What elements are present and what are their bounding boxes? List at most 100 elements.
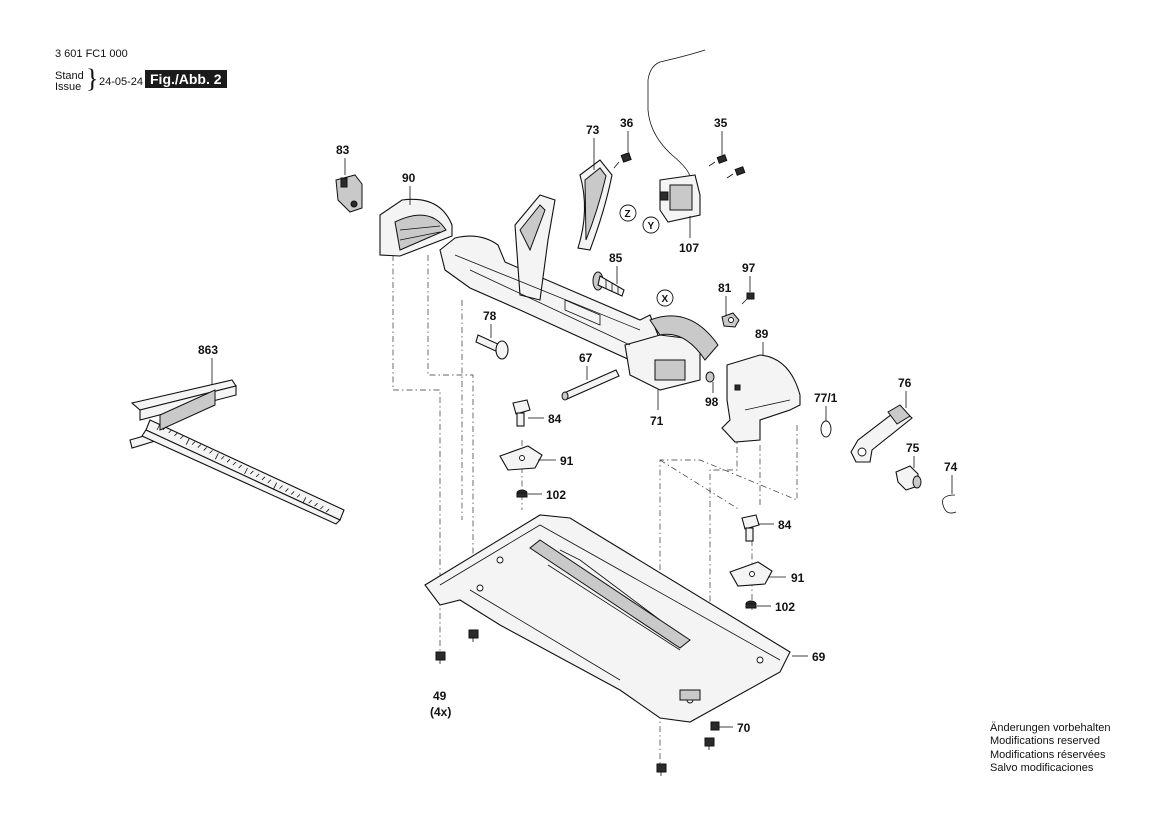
callout-863: 863 <box>198 343 218 357</box>
callout-73: 73 <box>586 123 600 137</box>
callout-83: 83 <box>336 143 350 157</box>
part-36-screw <box>613 152 632 169</box>
stand-label: Stand <box>55 70 84 82</box>
callout-74: 74 <box>944 460 958 474</box>
part-49-screws <box>435 629 715 776</box>
part-102-nut-left <box>516 489 528 498</box>
part-84-clamp-right <box>741 514 760 542</box>
callout-49: 49 <box>433 689 447 703</box>
ruler-tick <box>203 447 207 451</box>
ruler-tick <box>162 426 167 431</box>
ruler-tick <box>232 461 237 466</box>
ruler-tick <box>290 491 295 495</box>
ruler-tick <box>320 505 324 510</box>
svg-text:Y: Y <box>648 221 655 232</box>
part-85-bolt <box>592 271 625 297</box>
callouts: 83 90 73 36 35 107 85 97 81 89 78 863 67… <box>198 116 958 735</box>
ruler-tick <box>267 479 272 484</box>
part-75-knob <box>895 465 922 491</box>
ruler-tick <box>220 455 225 460</box>
callout-85: 85 <box>609 251 623 265</box>
issue-date: 24-05-24 <box>99 76 144 88</box>
callout-90: 90 <box>402 171 416 185</box>
ruler-tick <box>296 494 301 498</box>
part-84-clamp-left <box>512 399 531 427</box>
part-76-lever <box>850 404 913 463</box>
svg-text:X: X <box>662 294 669 305</box>
ruler-tick <box>273 482 278 489</box>
note-de: Änderungen vorbehalten <box>990 722 1111 734</box>
part-98-pin <box>705 371 715 383</box>
callout-70: 70 <box>737 721 751 735</box>
part-78-pin <box>475 334 509 360</box>
part-73-scale-arc <box>577 159 613 251</box>
part-69-base-plate <box>424 514 791 723</box>
part-91-washer-right <box>729 561 773 587</box>
modification-notes: Änderungen vorbehalten Modifications res… <box>990 722 1110 776</box>
part-91-washer-left <box>499 445 543 471</box>
ruler-tick <box>156 423 161 431</box>
part-97-screw <box>741 292 755 305</box>
callout-102-right: 102 <box>775 600 795 614</box>
ruler-tick <box>314 502 318 507</box>
note-fr: Modifications réservées <box>990 748 1106 761</box>
part-70-screw <box>710 721 720 731</box>
ruler-tick <box>302 497 307 504</box>
ruler-tick <box>285 488 289 492</box>
ruler-tick <box>185 438 190 445</box>
ruler-tick <box>174 432 178 437</box>
part-71-upper-housing <box>439 194 719 391</box>
callout-75: 75 <box>906 441 920 455</box>
callout-67: 67 <box>579 351 593 365</box>
callout-91-left: 91 <box>560 454 574 468</box>
part-102-nut-right <box>745 600 757 609</box>
part-107-switch <box>647 49 706 223</box>
callout-97: 97 <box>742 261 756 275</box>
part-90-protractor-cover <box>379 198 453 257</box>
leader-lines <box>211 131 953 728</box>
note-en: Modifications reserved <box>990 735 1101 748</box>
ruler-tick <box>180 435 184 440</box>
assembly-lines <box>392 255 798 770</box>
part-863-guide-rail <box>129 379 345 525</box>
callout-102-left: 102 <box>546 488 566 502</box>
callout-84-left: 84 <box>548 412 562 426</box>
part-67-rod <box>561 369 620 401</box>
part-77-1-washer <box>820 420 832 438</box>
callout-84-right: 84 <box>778 518 792 532</box>
callout-107: 107 <box>679 241 699 255</box>
callout-76: 76 <box>898 376 912 390</box>
part-74-circlip <box>942 494 957 514</box>
part-81-nut <box>721 312 740 328</box>
ruler-tick <box>279 485 283 489</box>
ruler-tick <box>168 429 172 434</box>
callout-36: 36 <box>620 116 634 130</box>
brace-symbol: } <box>86 64 99 93</box>
part-83-clip <box>335 174 363 213</box>
callout-91-right: 91 <box>791 571 805 585</box>
axis-marker-y: Y <box>642 216 660 234</box>
callout-81: 81 <box>718 281 732 295</box>
ruler-tick <box>209 450 213 454</box>
ruler-tick <box>244 467 248 475</box>
callout-89: 89 <box>755 327 769 341</box>
ruler-tick <box>308 499 312 504</box>
callout-78: 78 <box>483 309 497 323</box>
callout-35: 35 <box>714 116 728 130</box>
ruler-tick <box>226 458 231 463</box>
callout-69: 69 <box>812 650 826 664</box>
note-es: Salvo modificaciones <box>990 762 1094 775</box>
ruler-tick <box>325 508 330 513</box>
ruler-tick <box>255 473 260 478</box>
svg-text:Z: Z <box>625 209 631 220</box>
part-number: 3 601 FC1 000 <box>55 48 128 60</box>
axis-marker-x: X <box>656 289 674 307</box>
ruler-tick <box>261 476 266 481</box>
callout-98: 98 <box>705 395 719 409</box>
callout-71: 71 <box>650 414 664 428</box>
part-89-cover <box>721 354 801 443</box>
figure-label: Fig./Abb. 2 <box>145 70 227 88</box>
axis-marker-z: Z <box>619 204 637 222</box>
ruler-tick <box>197 444 202 448</box>
